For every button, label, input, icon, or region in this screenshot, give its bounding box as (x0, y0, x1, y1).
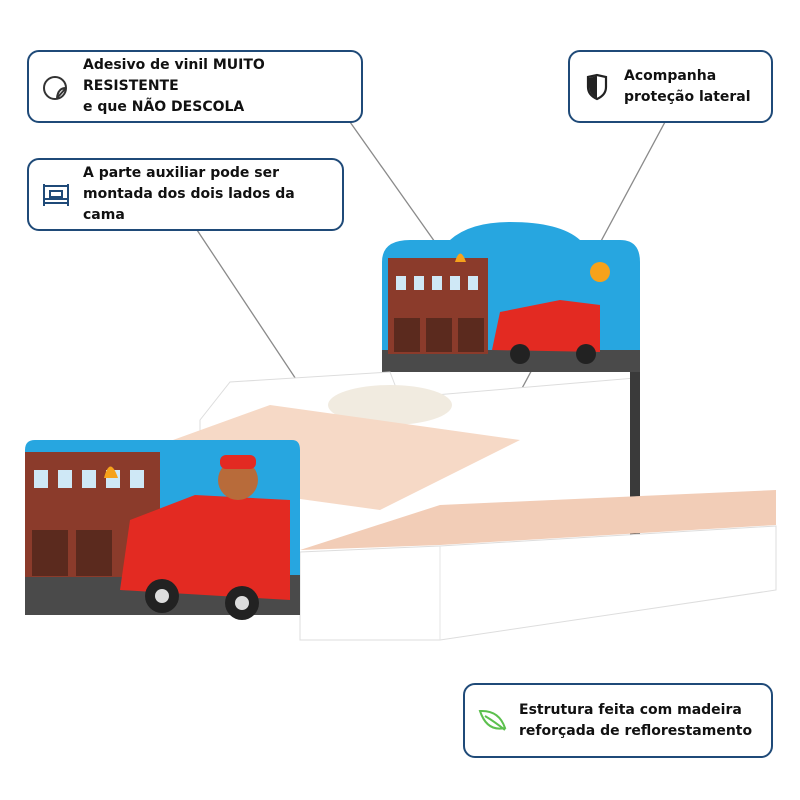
sticker-icon (41, 72, 71, 102)
pillow (328, 385, 452, 425)
protection-line1: Acompanha (624, 67, 717, 84)
protection-line2: proteção lateral (624, 88, 751, 105)
structure-line2: reforçada de reflorestamento (519, 722, 753, 739)
footboard (25, 440, 300, 620)
leader-line-vinyl (349, 121, 443, 253)
callout-protection: Acompanha proteção lateral (568, 50, 773, 123)
callout-vinyl: Adesivo de vinil MUITO RESISTENTE e que N… (27, 50, 363, 123)
callout-structure: Estrutura feita com madeira reforçada de … (463, 683, 773, 758)
trundle (299, 490, 777, 641)
vinyl-line1: Adesivo de vinil MUITO RESISTENTE (83, 57, 265, 94)
callout-auxiliary: A parte auxiliar pode ser montada dos doi… (27, 158, 344, 231)
auxiliary-line2: montada dos dois lados da cama (83, 186, 295, 223)
bed-icon (41, 180, 71, 210)
leaf-icon (477, 706, 507, 736)
structure-line1: Estrutura feita com madeira (519, 701, 742, 718)
vinyl-line2: e que NÃO DESCOLA (83, 99, 245, 115)
auxiliary-line1: A parte auxiliar pode ser (83, 165, 279, 181)
headboard (382, 222, 640, 372)
shield-icon (582, 72, 612, 102)
